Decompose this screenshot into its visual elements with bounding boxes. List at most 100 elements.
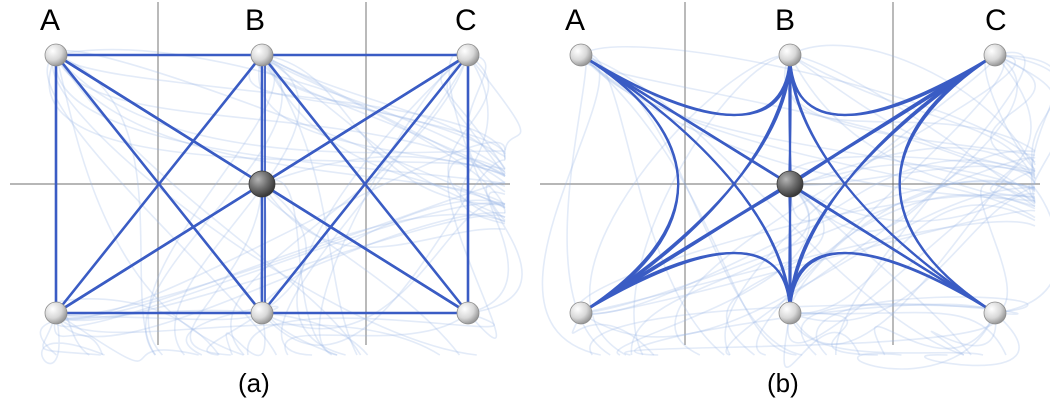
faint-edge [835, 51, 1026, 356]
faint-edge [284, 312, 469, 356]
faint-edge [261, 203, 506, 330]
faint-edge [580, 180, 1036, 315]
faint-edge [588, 54, 791, 356]
edge [788, 53, 997, 315]
faint-edge [580, 186, 1036, 338]
faint-edge [815, 296, 1029, 356]
faint-edge [55, 54, 506, 176]
faint-edge [580, 46, 1036, 163]
faint-edge [789, 204, 1036, 315]
faint-edge [55, 54, 506, 185]
faint-edge [979, 182, 1036, 314]
faint-edge [466, 54, 506, 193]
faint-edge [755, 54, 1005, 356]
faint-edge [40, 312, 105, 365]
center-node [248, 170, 276, 198]
outer-node [983, 43, 1007, 67]
faint-edge [789, 157, 1036, 346]
faint-edge [994, 184, 1050, 314]
faint-edge [930, 312, 997, 356]
panel-b-caption: (b) [767, 368, 799, 398]
faint-edge [725, 54, 1018, 356]
outer-node [983, 301, 1007, 325]
outer-node [250, 43, 274, 67]
faint-edge [280, 54, 469, 356]
faint-edge [52, 54, 477, 356]
faint-edge [634, 303, 996, 356]
faint-edge [147, 54, 276, 356]
faint-edge [467, 182, 510, 314]
outer-node [778, 301, 802, 325]
panel-a-edges [54, 53, 470, 315]
center-node [776, 170, 804, 198]
faint-edge [261, 54, 506, 209]
panel-a-label-b: B [245, 4, 265, 37]
faint-edge [261, 54, 358, 356]
faint-edge [580, 52, 725, 356]
faint-edge [571, 312, 655, 356]
panel-a-caption: (a) [238, 368, 270, 398]
faint-edge [924, 312, 1020, 367]
faint-edge [55, 213, 506, 318]
faint-edge [261, 159, 506, 346]
faint-edge [55, 49, 506, 209]
faint-edge [145, 54, 283, 356]
panel-a-label-c: C [455, 4, 477, 37]
faint-edge [447, 54, 506, 223]
faint-edge [994, 54, 1050, 203]
faint-edge [55, 312, 441, 356]
edge [788, 53, 997, 117]
faint-edge [789, 44, 1036, 172]
faint-edge [42, 312, 101, 356]
edge [788, 251, 997, 315]
faint-edge [296, 54, 469, 356]
edge [579, 53, 680, 315]
edge [788, 182, 792, 315]
faint-edge [39, 312, 263, 356]
faint-edge [789, 163, 1036, 191]
panel-b-faint-edges [541, 44, 1050, 370]
panel-a: A B C (a) [10, 2, 523, 398]
faint-edge [873, 312, 996, 356]
faint-edge [783, 312, 861, 368]
faint-edge [318, 54, 469, 356]
faint-edge [580, 54, 965, 356]
faint-edge [787, 170, 1036, 344]
faint-edge [225, 312, 266, 357]
edge [54, 53, 264, 315]
faint-edge [248, 54, 506, 158]
edge [579, 53, 792, 315]
faint-edge [459, 54, 506, 225]
faint-edge [789, 311, 1007, 356]
faint-edge [785, 193, 1036, 314]
panel-b-label-c: C [985, 4, 1007, 37]
edge [260, 53, 470, 315]
outer-node [778, 43, 802, 67]
faint-edge [55, 54, 362, 356]
faint-edge [994, 54, 1050, 180]
faint-edge [580, 220, 1036, 314]
faint-edge [630, 183, 810, 356]
faint-edge [261, 183, 506, 248]
faint-edge [55, 48, 506, 174]
faint-edge [580, 54, 1036, 219]
faint-edge [55, 214, 506, 322]
faint-edge [990, 54, 1036, 172]
faint-edge [261, 179, 333, 356]
faint-edge [800, 303, 1019, 356]
faint-edge [580, 156, 1036, 314]
faint-edge [789, 150, 1036, 233]
panel-a-faint-edges [39, 48, 523, 365]
faint-edge [247, 312, 495, 356]
faint-edge [580, 54, 797, 356]
panel-b-label-b: B [775, 4, 795, 37]
outer-node [250, 301, 274, 325]
edge [260, 53, 470, 186]
faint-edge [789, 54, 1036, 185]
faint-edge [446, 54, 506, 177]
outer-node [569, 301, 593, 325]
faint-edge [55, 54, 506, 154]
faint-edge [261, 54, 506, 219]
panel-b-nodes [569, 43, 1007, 325]
